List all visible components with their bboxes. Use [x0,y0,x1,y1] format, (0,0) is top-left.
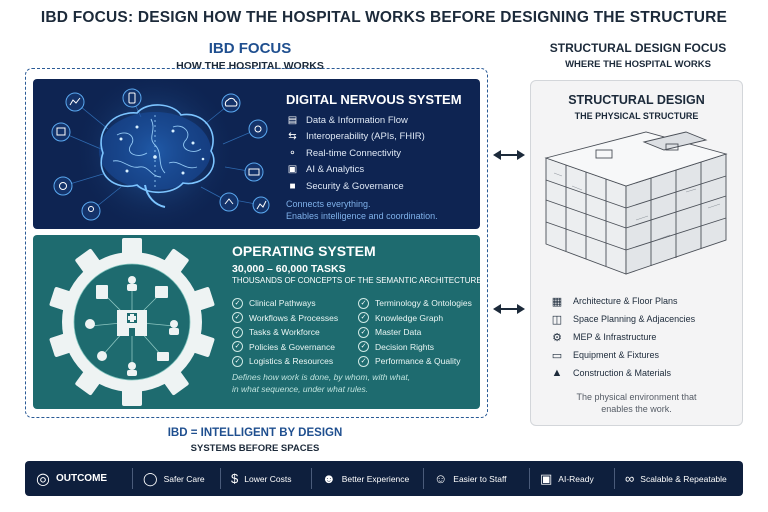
list-item: ✓Decision Rights [358,340,472,355]
check-icon: ✓ [358,341,369,353]
infinity-icon: ∞ [625,471,635,486]
outcome-bar [25,461,743,496]
ibd-equation-subtitle: SYSTEMS BEFORE SPACES [190,443,320,454]
list-item: ⚬Real-time Connectivity [286,145,425,162]
layout-icon: ◫ [551,313,563,326]
check-icon: ✓ [232,297,243,309]
outcome-item: ▣ AI-Ready [540,470,594,486]
check-icon: ✓ [358,297,369,309]
concepts-caption: THOUSANDS OF CONCEPTS OF THE SEMANTIC AR… [232,276,482,285]
check-icon: ✓ [358,312,369,324]
check-icon: ✓ [232,341,243,353]
list-item: ✓Performance & Quality [358,354,472,369]
digital-nervous-system-footer: Connects everything. Enables intelligenc… [286,199,438,221]
list-item: ▦Architecture & Floor Plans [549,292,695,310]
digital-nervous-system-list: ▤Data & Information Flow ⇆Interoperabili… [286,112,425,195]
divider [423,468,424,489]
monitor-icon: ▭ [551,349,563,362]
list-item: ✓Tasks & Workforce [232,325,338,340]
double-arrow-icon [493,304,525,314]
divider [220,468,221,489]
list-item: ■Security & Governance [286,178,425,195]
outcome-item: ∞ Scalable & Repeatable [625,471,727,486]
ibd-focus-subtitle: HOW THE HOSPITAL WORKS [176,60,324,72]
task-count: 30,000 – 60,000 TASKS [232,263,346,275]
floor-plan-icon: ▦ [551,295,563,308]
list-item: ▣AI & Analytics [287,164,365,176]
divider [529,468,530,489]
ai-chip-icon: ▣ [287,164,298,176]
ibd-focus-title: IBD FOCUS [208,40,292,57]
team-icon: ☺ [434,471,448,486]
operating-system-footer: Defines how work is done, by whom, with … [232,372,411,394]
structural-design-subtitle: THE PHYSICAL STRUCTURE [574,111,699,121]
operating-system-list-left: ✓Clinical Pathways ✓Workflows & Processe… [232,296,338,369]
list-item: ✓Policies & Governance [232,340,338,355]
outcome-label: ◎ OUTCOME [36,470,108,488]
lock-icon: ■ [289,180,296,192]
person-icon: ☻ [322,471,336,486]
gear-icon: ⚙ [552,331,562,344]
gear-network-illustration [49,238,215,406]
list-item: ▲Construction & Materials [549,364,695,382]
operating-system-panel [33,235,480,409]
outcome-item: $ Lower Costs [231,471,292,486]
operating-system-title: OPERATING SYSTEM [232,243,376,259]
ibd-focus-frame [25,68,488,418]
operating-system-list-right: ✓Terminology & Ontologies ✓Knowledge Gra… [358,296,472,369]
building-sketch-illustration [544,131,728,275]
check-icon: ✓ [232,355,243,367]
list-item: ✓Master Data [358,325,472,340]
digital-nervous-system-title: DIGITAL NERVOUS SYSTEM [286,92,462,107]
check-icon: ✓ [232,312,243,324]
ai-icon: ▣ [540,470,553,486]
list-item: ✓Terminology & Ontologies [358,296,472,311]
divider [132,468,133,489]
outcome-item: ☺ Easier to Staff [434,471,507,486]
list-item: ▤Data & Information Flow [287,114,408,126]
digital-nervous-system-panel [33,79,480,229]
shield-check-icon: ◯ [143,470,158,486]
outcome-item: ◯ Safer Care [143,470,205,486]
brain-network-illustration [51,79,270,229]
double-arrow-icon [493,150,525,160]
dollar-icon: $ [231,471,239,486]
list-item: ▭Equipment & Fixtures [549,346,695,364]
list-item: ◫Space Planning & Adjacencies [549,310,695,328]
ibd-equation: IBD = INTELLIGENT BY DESIGN [167,427,343,439]
hardhat-icon: ▲ [551,367,563,379]
target-icon: ◎ [36,470,50,488]
database-icon: ▤ [287,114,298,126]
list-item: ✓Logistics & Resources [232,354,338,369]
divider [614,468,615,489]
wifi-icon: ⚬ [288,147,297,159]
structural-focus-subtitle: WHERE THE HOSPITAL WORKS [565,59,711,70]
check-icon: ✓ [232,326,243,338]
list-item: ✓Workflows & Processes [232,311,338,326]
list-item: ✓Clinical Pathways [232,296,338,311]
structural-design-footer: The physical environment that enables th… [576,392,697,414]
divider [311,468,312,489]
structural-design-title: STRUCTURAL DESIGN [568,93,705,107]
check-icon: ✓ [358,355,369,367]
structural-focus-title: STRUCTURAL DESIGN FOCUS [549,41,727,55]
outcome-item: ☻ Better Experience [322,471,410,486]
list-item: ⇆Interoperability (APIs, FHIR) [286,129,425,146]
structural-design-list: ▦Architecture & Floor Plans ◫Space Plann… [549,292,696,382]
list-item: ✓Knowledge Graph [358,311,472,326]
page-title: IBD FOCUS: DESIGN HOW THE HOSPITAL WORKS… [40,9,728,26]
list-item: ⚙MEP & Infrastructure [549,328,695,346]
swap-arrows-icon: ⇆ [288,131,297,143]
check-icon: ✓ [358,326,369,338]
